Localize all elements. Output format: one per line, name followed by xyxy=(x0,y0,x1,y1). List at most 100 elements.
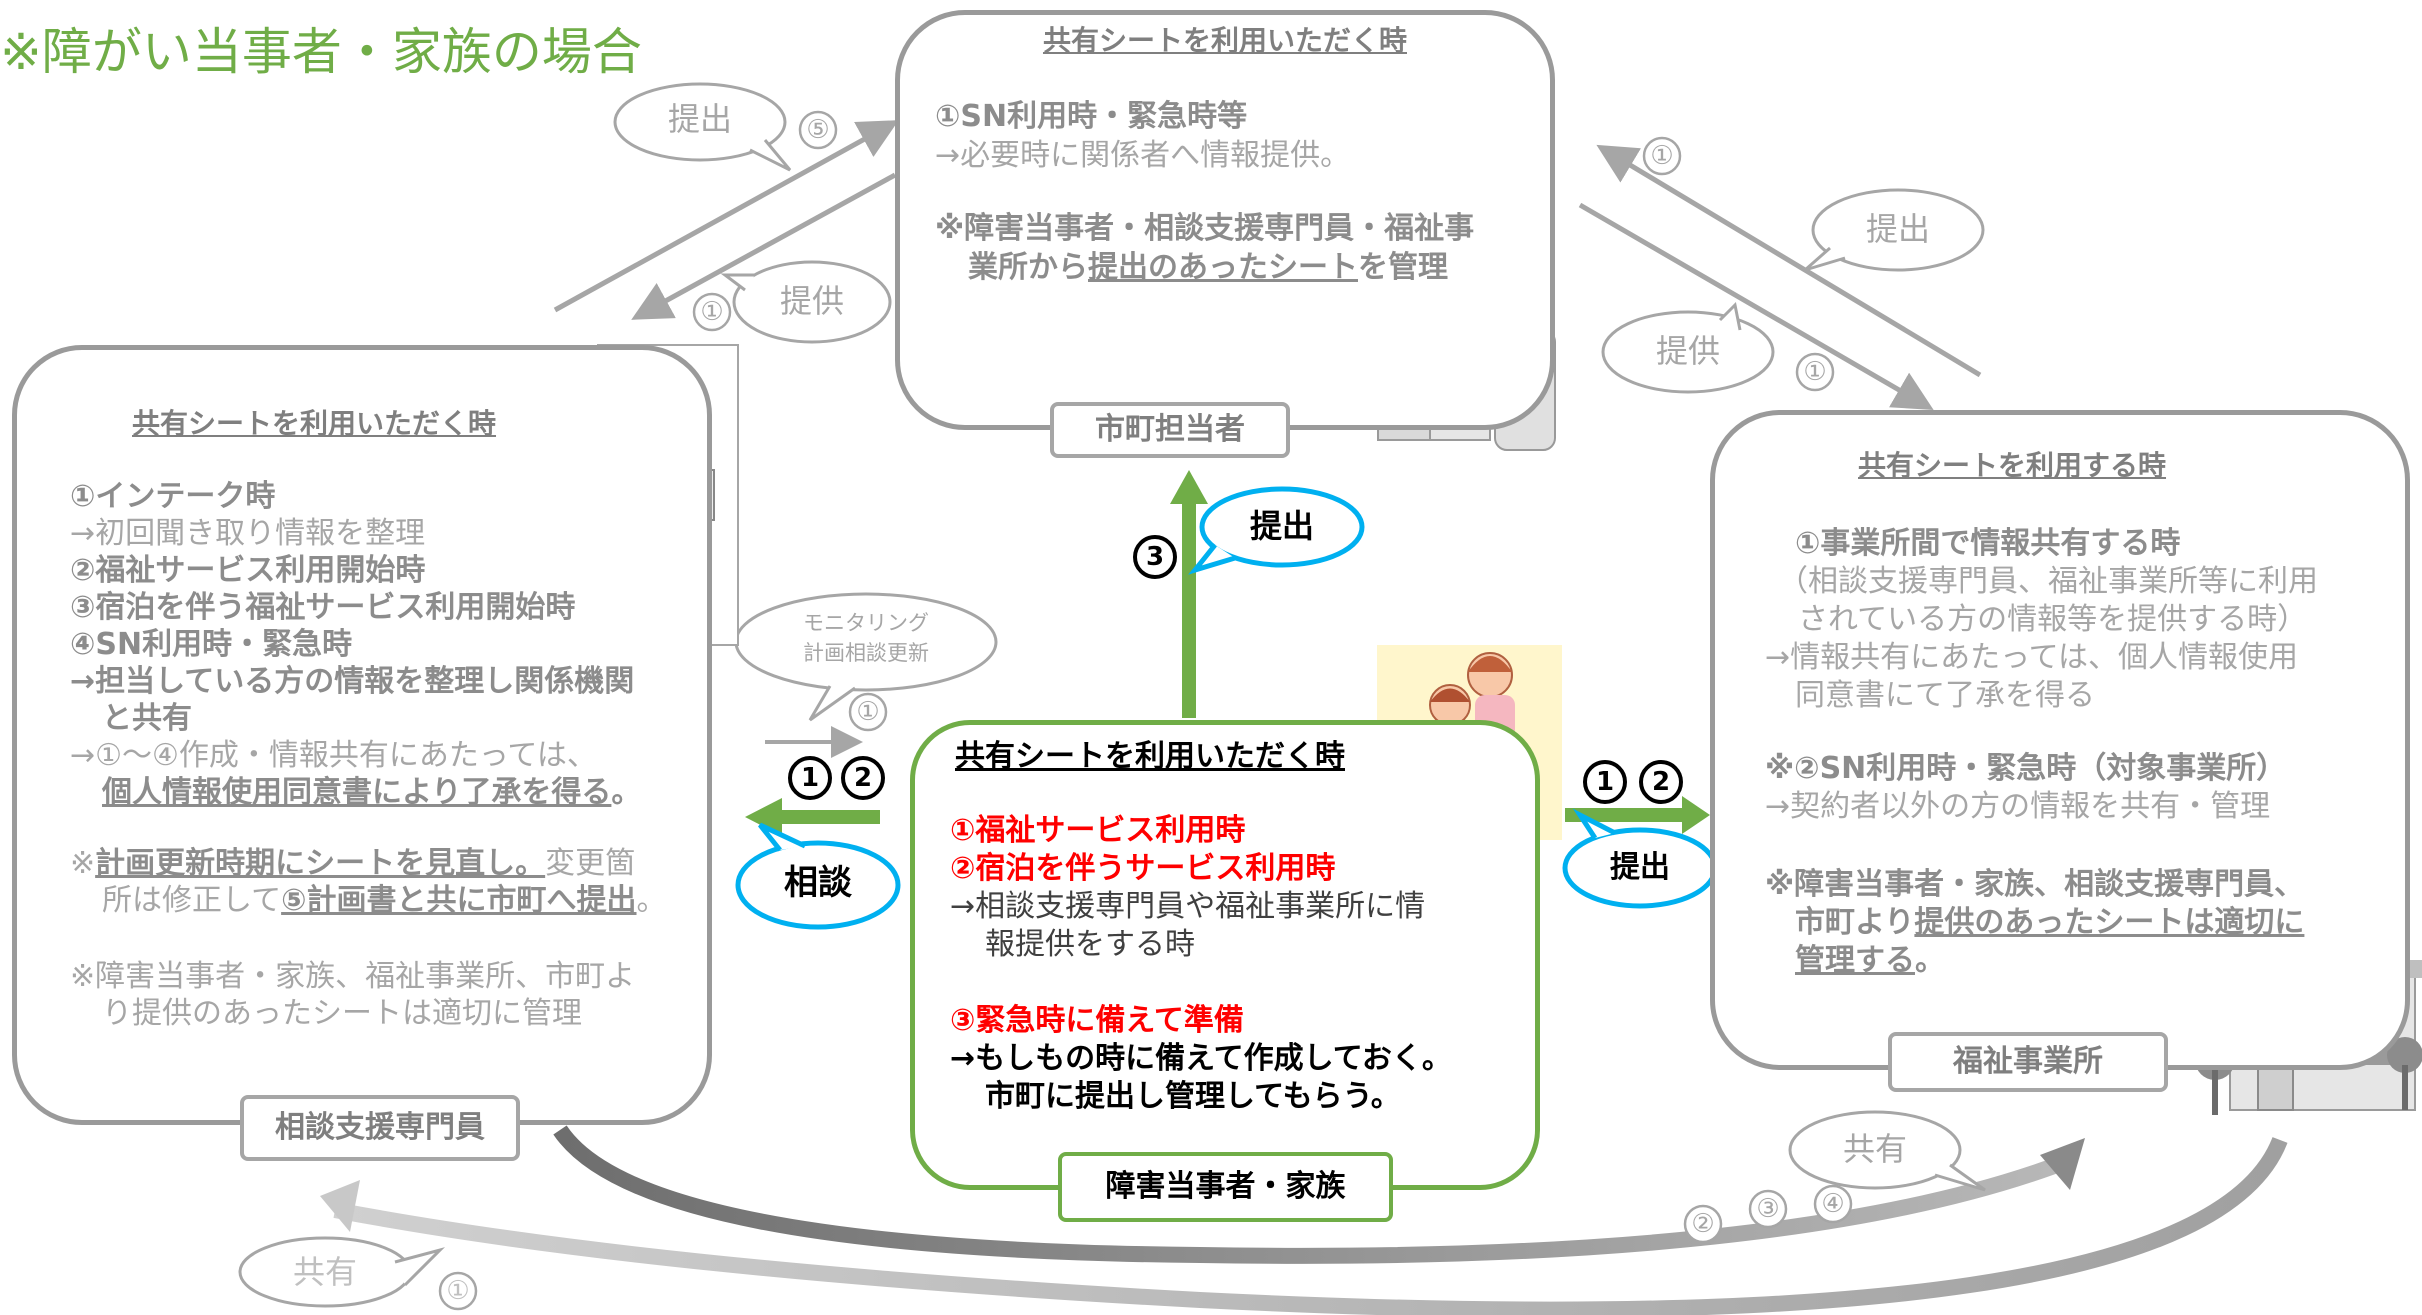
city-office-label: 市町担当者 xyxy=(1050,402,1290,458)
bubble-kyoyu-bottom-text: 共有 xyxy=(292,1253,357,1291)
counselor-label: 相談支援専門員 xyxy=(240,1095,520,1161)
family-line2: ②宿泊を伴うサービス利用時 xyxy=(950,851,1336,886)
welfare-office-line8: ※障害当事者・家族、相談支援専門員、 xyxy=(1765,867,2305,902)
city-office-heading: 共有シートを利用いただく時 xyxy=(1042,24,1407,57)
welfare-office-heading: 共有シートを利用する時 xyxy=(1858,449,2167,482)
num-circle-3-bottom xyxy=(1748,1189,1788,1229)
num-circle-5 xyxy=(798,110,838,150)
num-circle-1-right xyxy=(1795,352,1835,392)
counselor-line7: と共有 xyxy=(102,701,192,736)
welfare-office-line4: →情報共有にあたっては、個人情報使用 xyxy=(1765,640,2299,675)
city-office-line1: ①SN利用時・緊急時等 xyxy=(935,99,1248,134)
family-line5: ③緊急時に備えて準備 xyxy=(950,1003,1244,1038)
welfare-office-line1: ①事業所間で情報共有する時 xyxy=(1795,526,2181,561)
counselor-line10-c: 変更箇 xyxy=(545,846,636,881)
counselor-line9-end: 。 xyxy=(611,775,642,810)
family-line1: ①福祉サービス利用時 xyxy=(950,813,1246,848)
welfare-office-line2: （相談支援専門員、福祉事業所等に利用 xyxy=(1778,564,2318,599)
welfare-office-line10-end: 。 xyxy=(1915,943,1945,978)
bubble-teikyo-right-text: 提供 xyxy=(1655,332,1720,370)
counselor-line11: 所は修正して⑤計画書と共に市町へ提出。 xyxy=(102,882,667,920)
welfare-office-line7: →契約者以外の方の情報を共有・管理 xyxy=(1765,789,2271,824)
family-line3: →相談支援専門員や福祉事業所に情 xyxy=(950,889,1426,924)
num-2-center-right-text: 2 xyxy=(1651,767,1671,797)
counselor-line11-b: ⑤計画書と共に市町へ提出 xyxy=(281,883,637,918)
counselor-line10-a: ※ xyxy=(70,846,96,881)
num-circle-1-topright xyxy=(1642,136,1682,176)
bubble-sodan xyxy=(735,822,901,930)
num-1-center-left-text: 1 xyxy=(800,763,820,793)
city-office-line4-a: 業所から xyxy=(968,250,1088,285)
num-2-center-left-text: 2 xyxy=(853,763,873,793)
bubble-teishutsu-top-left xyxy=(613,82,792,172)
city-office-line4: 業所から提出のあったシートを管理 xyxy=(968,249,1448,287)
num-circle-1-left xyxy=(692,292,732,332)
city-office-panel xyxy=(895,10,1555,430)
city-office-line3: ※障害当事者・相談支援専門員・福祉事 xyxy=(935,211,1475,246)
bubble-teishutsu-center-up xyxy=(1188,486,1365,575)
family-line6: →もしもの時に備えて作成しておく。 xyxy=(950,1041,1452,1076)
green-arrow-right-head xyxy=(1682,796,1710,834)
counselor-line2: →初回聞き取り情報を整理 xyxy=(70,516,426,551)
bubble-kyoyu-right-text: 共有 xyxy=(1842,1130,1907,1168)
counselor-line3: ②福祉サービス利用開始時 xyxy=(70,553,426,588)
bubble-teishutsu-top-right-text: 提出 xyxy=(1865,210,1930,248)
welfare-office-line9-b: 提供のあったシートは適切に xyxy=(1914,905,2305,940)
welfare-office-label: 福祉事業所 xyxy=(1888,1032,2168,1092)
bubble-kyoyu-bottom xyxy=(238,1236,446,1308)
bubble-teishutsu-top-left-text: 提出 xyxy=(667,100,732,138)
family-line7: 市町に提出し管理してもらう。 xyxy=(985,1079,1401,1114)
num-1-left-text: ① xyxy=(700,297,724,327)
counselor-line1: ①インテーク時 xyxy=(70,479,276,514)
counselor-line10: ※計画更新時期にシートを見直し。変更箇 xyxy=(70,845,635,883)
num-5-text: ⑤ xyxy=(806,115,830,145)
num-1-topright-text: ① xyxy=(1650,141,1674,171)
arrow-top-to-left xyxy=(631,172,897,320)
num-circle-2-center-left xyxy=(841,756,885,800)
welfare-office-line5: 同意書にて了承を得る xyxy=(1795,678,2095,713)
green-arrow-left-shaft xyxy=(780,810,880,824)
num-4-bottom-text: ④ xyxy=(1821,1189,1845,1219)
curve-bottom-arrowhead xyxy=(320,1180,360,1232)
num-2-bottom-text: ② xyxy=(1691,1209,1715,1239)
welfare-office-line9-a: 市町より xyxy=(1795,905,1915,940)
arrow-top-to-right xyxy=(1578,202,1934,411)
bubble-teishutsu-center-right-text: 提出 xyxy=(1610,850,1670,885)
bubble-teishutsu-center-right xyxy=(1562,808,1718,909)
num-circle-3-center xyxy=(1133,535,1177,579)
arrow-left-to-top xyxy=(553,120,899,313)
family-line4: 報提供をする時 xyxy=(985,927,1195,962)
bubble-teikyo-left-text: 提供 xyxy=(779,282,844,320)
bubble-teishutsu-top-right xyxy=(1804,188,1985,272)
family-label: 障害当事者・家族 xyxy=(1058,1152,1393,1222)
counselor-illustration-frame xyxy=(598,345,738,645)
counselor-heading: 共有シートを利用いただく時 xyxy=(132,407,497,440)
num-circle-2-bottom xyxy=(1683,1204,1723,1244)
bubble-monitoring-line1: モニタリング xyxy=(803,611,929,635)
num-1-right-text: ① xyxy=(1803,357,1827,387)
bubble-monitoring-line2: 計画相談更新 xyxy=(803,641,929,665)
counselor-line11-c: 。 xyxy=(636,883,667,918)
bubble-teikyo-left xyxy=(720,260,892,344)
bubble-teishutsu-center-up-text: 提出 xyxy=(1249,507,1314,545)
num-circle-4-bottom xyxy=(1813,1184,1853,1224)
arrow-right-to-top xyxy=(1596,144,1982,378)
page-title: ※障がい当事者・家族の場合 xyxy=(0,23,642,81)
counselor-panel xyxy=(12,345,712,1125)
counselor-line12: ※障害当事者・家族、福祉事業所、市町よ xyxy=(70,959,636,994)
counselor-line8: →①～④作成・情報共有にあたっては、 xyxy=(70,738,597,773)
num-1-monitoring-text: ① xyxy=(856,697,880,727)
welfare-office-line6: ※②SN利用時・緊急時（対象事業所） xyxy=(1765,751,2287,786)
bubble-teikyo-right xyxy=(1601,301,1775,394)
green-arrow-up-head xyxy=(1170,470,1208,504)
curve-upper-arrowhead xyxy=(2040,1138,2085,1190)
num-circle-1-bottom xyxy=(438,1271,478,1311)
num-circle-2-center-right xyxy=(1639,760,1683,804)
welfare-office-line3: されている方の情報等を提供する時） xyxy=(1798,602,2308,637)
counselor-line4: ③宿泊を伴う福祉サービス利用開始時 xyxy=(70,590,576,625)
num-1-center-right-text: 1 xyxy=(1595,767,1615,797)
city-office-line4-c: を管理 xyxy=(1358,250,1448,285)
num-circle-1-monitoring xyxy=(848,692,888,732)
curve-bottom-share xyxy=(333,1137,2288,1315)
family-panel xyxy=(910,720,1540,1190)
